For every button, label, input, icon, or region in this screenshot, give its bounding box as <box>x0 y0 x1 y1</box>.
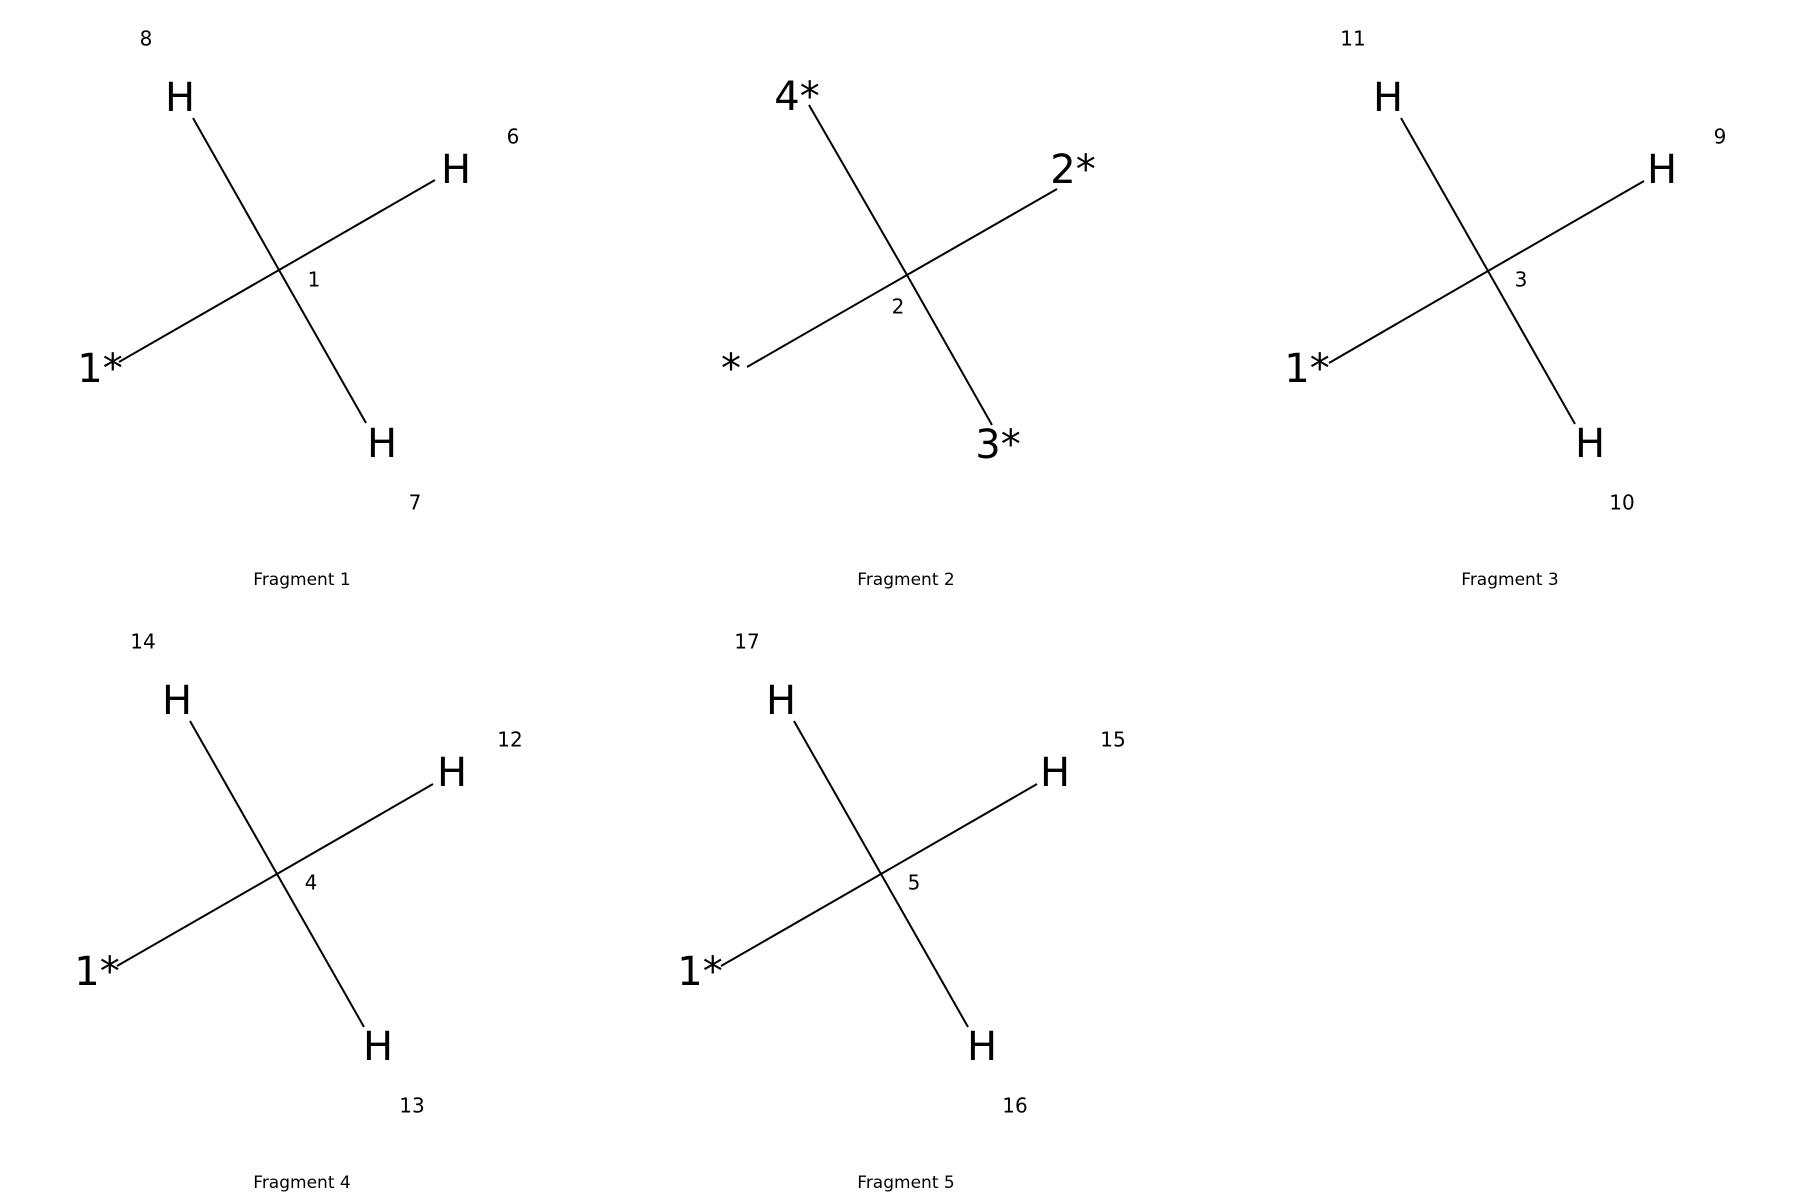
atom-label-lower-right: H <box>363 1024 393 1070</box>
atom-label-upper-right: H <box>1040 750 1070 796</box>
fragment-1: H H 1* H 8 6 7 1 Fragment 1 <box>77 27 519 591</box>
atom-index-lower-right: 16 <box>1002 1094 1027 1118</box>
atom-index-upper-left: 17 <box>734 630 759 654</box>
bond-lower-left <box>116 873 278 967</box>
atom-index-upper-left: 8 <box>140 27 153 51</box>
atom-index-upper-left: 14 <box>130 630 155 654</box>
atom-label-lower-left: 1* <box>77 346 122 392</box>
bond-lower-left <box>720 873 882 967</box>
bond-upper-right <box>1487 180 1645 272</box>
bond-lower-left <box>118 269 280 363</box>
atom-label-upper-left: H <box>766 678 796 724</box>
bond-upper-right <box>906 188 1058 276</box>
bond-lower-right <box>880 873 969 1028</box>
atom-label-lower-left: 1* <box>74 949 119 995</box>
bond-upper-left <box>793 720 882 875</box>
fragment-2: 4* 2* * 3* 2 Fragment 2 <box>721 74 1096 590</box>
fragment-caption: Fragment 3 <box>1461 570 1558 590</box>
fragment-5: H H 1* H 17 15 16 5 Fragment 5 <box>677 630 1125 1194</box>
atom-index-upper-right: 15 <box>1100 728 1125 752</box>
atom-index-lower-right: 7 <box>409 491 422 515</box>
bond-upper-right <box>278 179 436 271</box>
atom-index-lower-right: 10 <box>1609 491 1634 515</box>
center-atom-index: 3 <box>1515 268 1528 292</box>
bond-upper-left <box>192 117 280 271</box>
atom-index-upper-right: 6 <box>507 125 520 149</box>
atom-label-lower-right: 3* <box>975 422 1020 468</box>
bond-lower-right <box>276 873 365 1028</box>
center-atom-index: 1 <box>308 268 321 292</box>
atom-label-upper-left: H <box>162 678 192 724</box>
atom-index-lower-right: 13 <box>399 1094 424 1118</box>
atom-label-upper-left: H <box>165 75 195 121</box>
atom-label-upper-right: 2* <box>1050 147 1095 193</box>
atom-label-lower-left: * <box>721 346 741 392</box>
atom-label-lower-right: H <box>367 421 397 467</box>
atom-label-upper-left: H <box>1373 75 1403 121</box>
atom-label-upper-left: 4* <box>774 74 819 120</box>
bond-upper-left <box>1400 117 1489 272</box>
atom-label-lower-left: 1* <box>1284 346 1329 392</box>
bond-lower-right <box>906 274 993 426</box>
atom-label-upper-right: H <box>437 750 467 796</box>
fragment-caption: Fragment 4 <box>253 1173 350 1193</box>
bond-lower-right <box>1487 270 1576 425</box>
fragment-caption: Fragment 1 <box>253 570 350 590</box>
center-atom-index: 4 <box>305 871 318 895</box>
bond-lower-left <box>746 274 908 368</box>
atom-label-upper-right: H <box>1647 147 1677 193</box>
fragment-3: H H 1* H 11 9 10 3 Fragment 3 <box>1284 27 1726 591</box>
bond-upper-left <box>189 720 278 875</box>
bond-upper-right <box>880 783 1038 875</box>
center-atom-index: 2 <box>892 295 905 319</box>
fragment-caption: Fragment 5 <box>857 1173 954 1193</box>
bond-upper-right <box>276 783 434 875</box>
center-atom-index: 5 <box>908 871 921 895</box>
atom-label-lower-right: H <box>1575 421 1605 467</box>
atom-label-lower-left: 1* <box>677 949 722 995</box>
bond-upper-left <box>808 104 908 276</box>
atom-label-upper-right: H <box>441 147 471 193</box>
bond-lower-right <box>278 269 367 424</box>
fragment-caption: Fragment 2 <box>857 570 954 590</box>
atom-index-upper-right: 12 <box>497 728 522 752</box>
atom-index-upper-left: 11 <box>1340 27 1365 51</box>
atom-index-upper-right: 9 <box>1714 125 1727 149</box>
fragment-4: H H 1* H 14 12 13 4 Fragment 4 <box>74 630 522 1194</box>
atom-label-lower-right: H <box>967 1024 997 1070</box>
bond-lower-left <box>1328 270 1489 364</box>
